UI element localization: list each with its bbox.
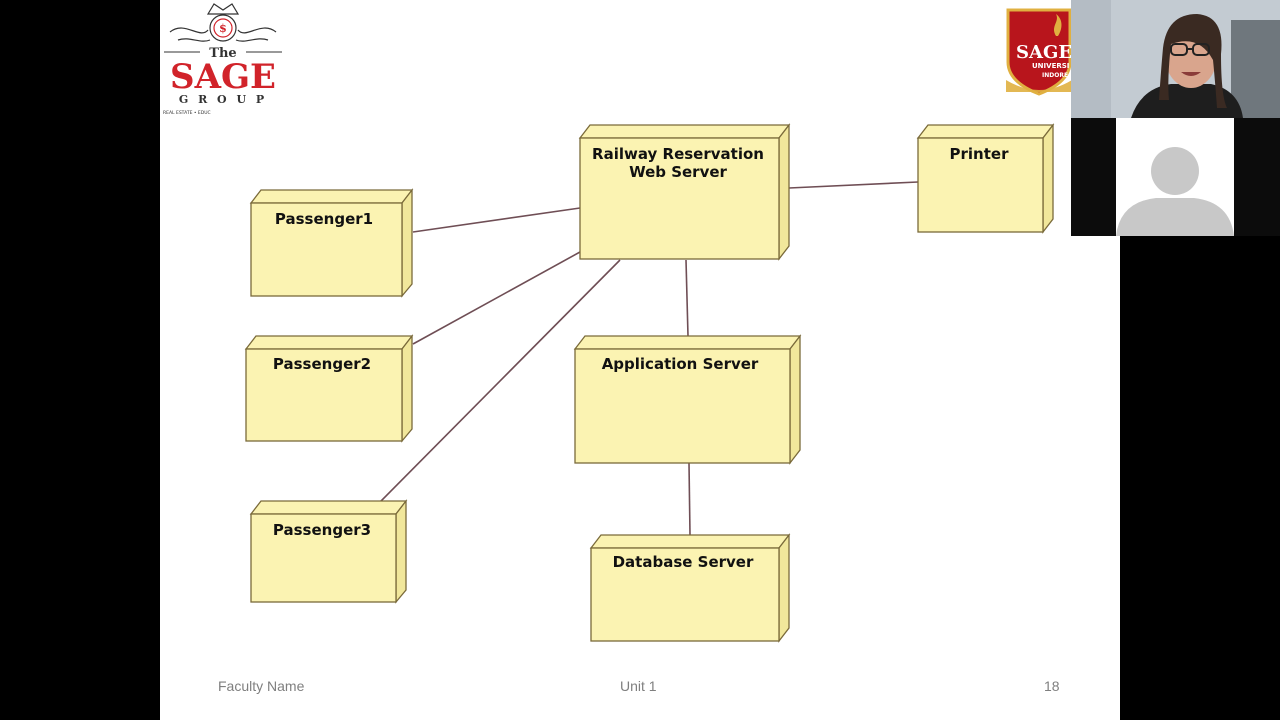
database-server-label: Database Server — [613, 553, 754, 571]
connector-webserver-appserver — [685, 259, 689, 337]
avatar-placeholder-icon — [1116, 118, 1234, 236]
sage-university-line2: INDORE — [1042, 72, 1068, 79]
sage-group-logo: $ The SAGE G R O U P REAL ESTATE • EDUC — [163, 3, 282, 116]
connector-passenger3-webserver — [380, 259, 621, 502]
footer-page-number: 18 — [1044, 678, 1060, 694]
node-printer: Printer — [916, 123, 1055, 234]
speaker-video-icon — [1071, 0, 1280, 118]
footer-unit: Unit 1 — [620, 678, 657, 694]
sage-university-name: SAGE — [1016, 42, 1072, 63]
connector-passenger1-webserver — [412, 207, 581, 233]
node-passenger3: Passenger3 — [249, 499, 408, 604]
web-server-label-line2: Web Server — [629, 163, 727, 181]
node-application-server: Application Server — [573, 334, 802, 465]
node-passenger2: Passenger2 — [244, 334, 414, 443]
node-web-server: Railway Reservation Web Server — [578, 123, 791, 261]
node-passenger1: Passenger1 — [249, 188, 414, 298]
sage-group-tagline: REAL ESTATE • EDUC — [163, 110, 211, 116]
video-tile-right-border — [1234, 118, 1280, 236]
passenger3-label: Passenger3 — [273, 521, 371, 539]
printer-label: Printer — [950, 145, 1010, 163]
sage-university-logo: SAGE UNIVERSI INDORE — [1006, 8, 1072, 96]
footer-faculty-name: Faculty Name — [218, 678, 305, 694]
sage-group-group: G R O U P — [179, 93, 267, 106]
connector-webserver-printer — [788, 181, 919, 189]
video-tile-left-border — [1071, 118, 1116, 236]
participant-video-tile[interactable] — [1116, 118, 1234, 236]
speaker-video-tile[interactable] — [1071, 0, 1280, 118]
sage-group-the: The — [209, 46, 236, 61]
sage-group-name: SAGE — [170, 57, 276, 97]
svg-text:$: $ — [219, 22, 227, 35]
passenger1-label: Passenger1 — [275, 210, 373, 228]
application-server-label: Application Server — [602, 355, 759, 373]
connector-passenger2-webserver — [412, 251, 581, 345]
deployment-diagram: Railway Reservation Web Server Printer P… — [244, 123, 1055, 643]
sage-university-line1: UNIVERSI — [1032, 62, 1069, 70]
node-database-server: Database Server — [589, 533, 791, 643]
passenger2-label: Passenger2 — [273, 355, 371, 373]
connector-appserver-dbserver — [688, 462, 691, 536]
web-server-label-line1: Railway Reservation — [592, 145, 764, 163]
presentation-slide: $ The SAGE G R O U P REAL ESTATE • EDUC … — [160, 0, 1120, 720]
